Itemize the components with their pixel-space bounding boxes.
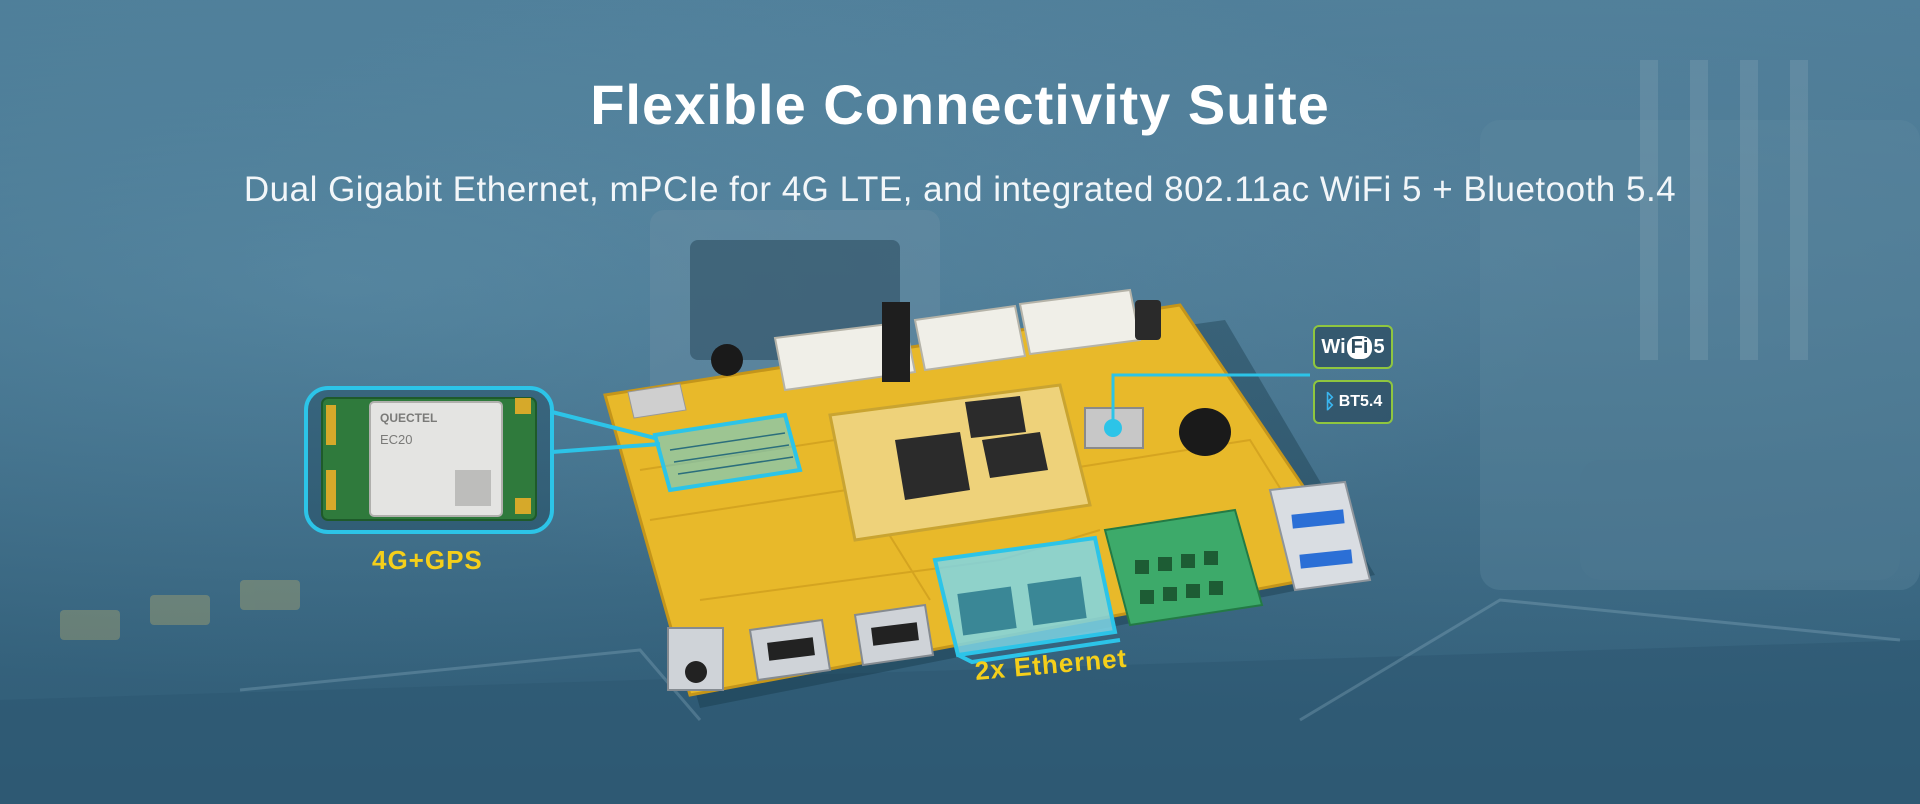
module-label: 4G+GPS	[372, 545, 483, 575]
card-gold-fingers	[326, 405, 336, 510]
soc-chip	[895, 432, 970, 500]
mpcie-pins	[669, 432, 794, 475]
sim-slot	[627, 383, 687, 419]
audio-jack	[1135, 300, 1161, 340]
wifi-badge-mid: Fi	[1346, 335, 1373, 359]
page-title: Flexible Connectivity Suite	[590, 73, 1330, 136]
mpcie-slot-highlight	[652, 412, 803, 493]
emmc-chip	[982, 432, 1048, 478]
terminal-holes	[1135, 551, 1223, 604]
buzzer	[711, 344, 743, 376]
module-model-text: EC20	[380, 432, 413, 447]
bluetooth-badge-text: BT5.4	[1338, 393, 1383, 410]
page-subtitle: Dual Gigabit Ethernet, mPCIe for 4G LTE,…	[243, 170, 1677, 209]
ethernet-jacks	[957, 576, 1087, 636]
module-callout-line-top	[551, 410, 656, 440]
ethernet-callout-line	[957, 638, 1121, 665]
bluetooth-icon: ᛒ	[1323, 390, 1336, 413]
pin-header-row	[773, 288, 1142, 392]
wireless-callout-line	[1111, 373, 1310, 428]
qr-code	[455, 470, 491, 506]
module-callout-line-bottom	[551, 442, 661, 454]
wifi-badge-prefix: Wi	[1321, 335, 1346, 358]
module-brand-text: QUECTEL	[380, 411, 437, 425]
memory-chip	[965, 396, 1026, 438]
wifi-badge-suffix: 5	[1373, 335, 1385, 358]
rtc-battery	[1179, 408, 1231, 456]
